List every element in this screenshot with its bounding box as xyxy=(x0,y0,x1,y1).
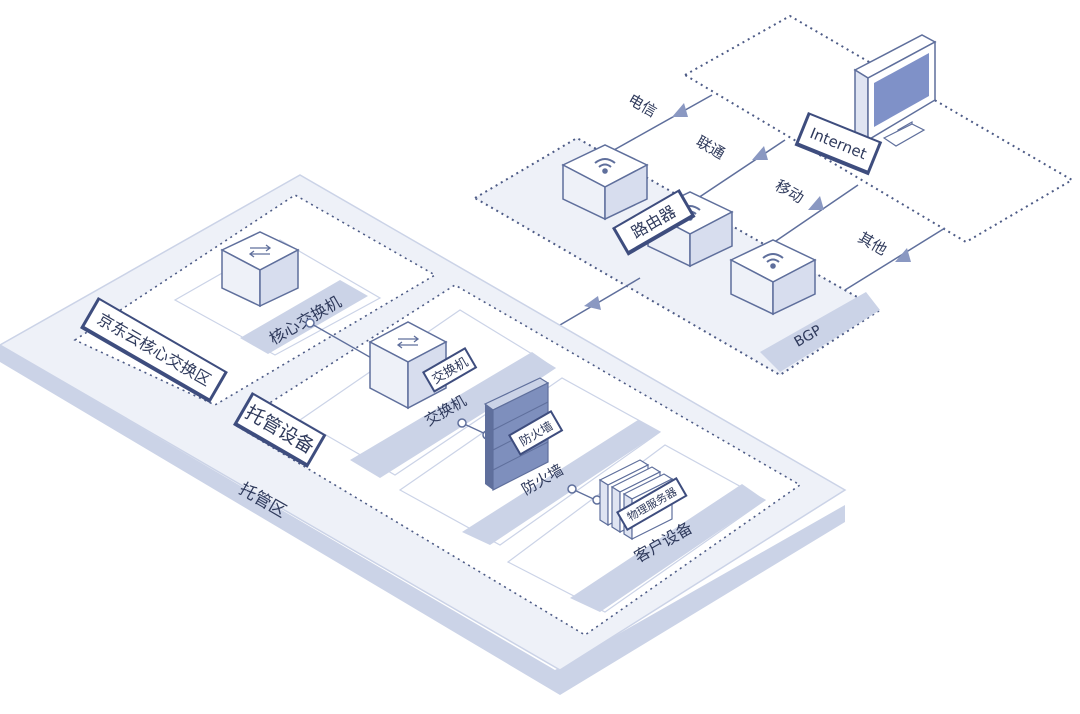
router-3 xyxy=(729,239,817,316)
switch-icon xyxy=(248,244,272,258)
isp-links xyxy=(559,94,946,326)
switch-icon xyxy=(396,335,420,349)
arrow-mobile xyxy=(808,196,824,210)
bgp-strip xyxy=(760,292,880,372)
arrow-other xyxy=(895,248,911,262)
arrow-unicom xyxy=(752,146,768,160)
link-router-down xyxy=(559,277,641,326)
isp-arrows xyxy=(584,103,911,310)
isp-unicom-label: 联通 xyxy=(693,132,728,163)
isp-other-label: 其他 xyxy=(855,228,890,259)
wifi-icon xyxy=(594,158,616,174)
link-unicom xyxy=(694,139,786,201)
wifi-icon xyxy=(762,253,784,269)
router-1 xyxy=(561,144,649,221)
physical-server-device: 物理服务器 xyxy=(598,459,688,541)
isp-mobile-label: 移动 xyxy=(772,176,807,207)
monitor-icon xyxy=(853,34,937,147)
arrow-router-down xyxy=(584,296,601,310)
link-other xyxy=(844,227,946,291)
link-mobile xyxy=(769,184,859,246)
firewall-device: 防火墙 xyxy=(483,377,564,491)
server-tag: 物理服务器 xyxy=(616,477,688,532)
core-switch-device xyxy=(220,231,300,308)
link-telecom xyxy=(604,94,713,156)
switch-strip xyxy=(350,352,555,478)
core-exchange-zone: 核心交换机 京东云核心交换区 xyxy=(73,194,437,406)
core-switch-strip xyxy=(240,280,368,354)
isp-telecom-label: 电信 xyxy=(625,90,660,121)
arrow-telecom xyxy=(672,103,688,117)
internet-monitor: Internet xyxy=(794,34,937,176)
firewall-strip xyxy=(462,420,660,545)
customer-strip xyxy=(570,484,765,612)
